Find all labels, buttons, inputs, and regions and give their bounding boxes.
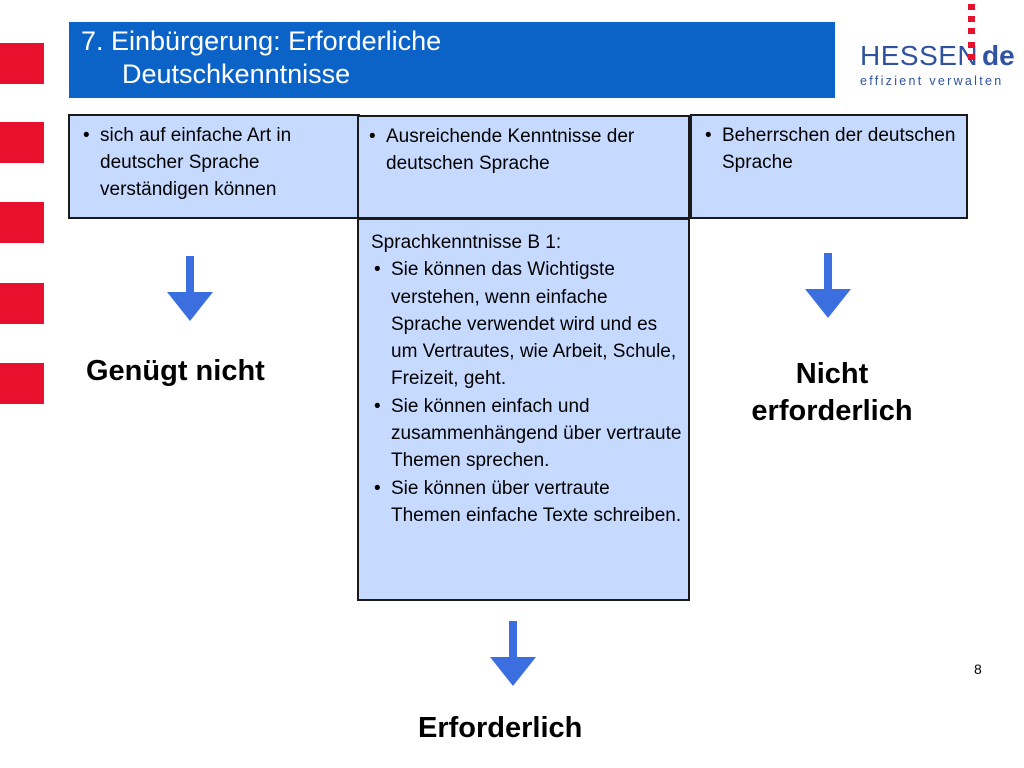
arrow-down-icon xyxy=(805,253,851,318)
logo-word: HESSEN xyxy=(860,40,979,71)
title-line-1: 7. Einbürgerung: Erforderliche xyxy=(81,26,442,56)
red-stripe xyxy=(0,202,44,243)
red-stripe xyxy=(0,363,44,404)
page-number: 8 xyxy=(974,661,982,677)
logo-tagline: effizient verwalten xyxy=(860,74,1004,88)
list-item: Ausreichende Kenntnisse der deutschen Sp… xyxy=(366,123,682,177)
hessen-logo: HESSEN de effizient verwalten xyxy=(860,4,1020,88)
details-heading: Sprachkenntnisse B 1: xyxy=(371,232,562,253)
list-item: Sie können das Wichtigste verstehen, wen… xyxy=(371,256,682,392)
list-item: sich auf einfache Art in deutscher Sprac… xyxy=(80,122,352,203)
list-item: Beherrschen der deutschen Sprache xyxy=(702,122,960,176)
result-line-1: Nicht xyxy=(795,358,869,390)
level-box-basic: sich auf einfache Art in deutscher Sprac… xyxy=(68,114,360,219)
result-not-sufficient: Genügt nicht xyxy=(86,355,265,387)
list-item: Sie können einfach und zusammenhängend ü… xyxy=(371,393,682,475)
logo-suffix: de xyxy=(982,40,1015,71)
level-box-sufficient: Ausreichende Kenntnisse der deutschen Sp… xyxy=(357,115,690,219)
arrow-down-icon xyxy=(167,256,213,321)
red-stripe xyxy=(0,122,44,163)
b1-details-box: Sprachkenntnisse B 1: Sie können das Wic… xyxy=(357,218,690,601)
title-line-2: Deutschkenntnisse xyxy=(122,59,351,89)
arrow-down-icon xyxy=(490,621,536,686)
result-not-required: Nicht erforderlich xyxy=(737,356,927,430)
level-box-mastery: Beherrschen der deutschen Sprache xyxy=(690,114,968,219)
list-item: Sie können über vertraute Themen einfach… xyxy=(371,475,682,530)
red-stripe xyxy=(0,43,44,84)
slide-title: 7. Einbürgerung: Erforderliche Deutschke… xyxy=(69,22,835,98)
red-stripe xyxy=(0,283,44,324)
result-line-2: erforderlich xyxy=(751,395,913,427)
logo-dots-icon xyxy=(968,4,976,66)
result-required: Erforderlich xyxy=(418,712,583,744)
